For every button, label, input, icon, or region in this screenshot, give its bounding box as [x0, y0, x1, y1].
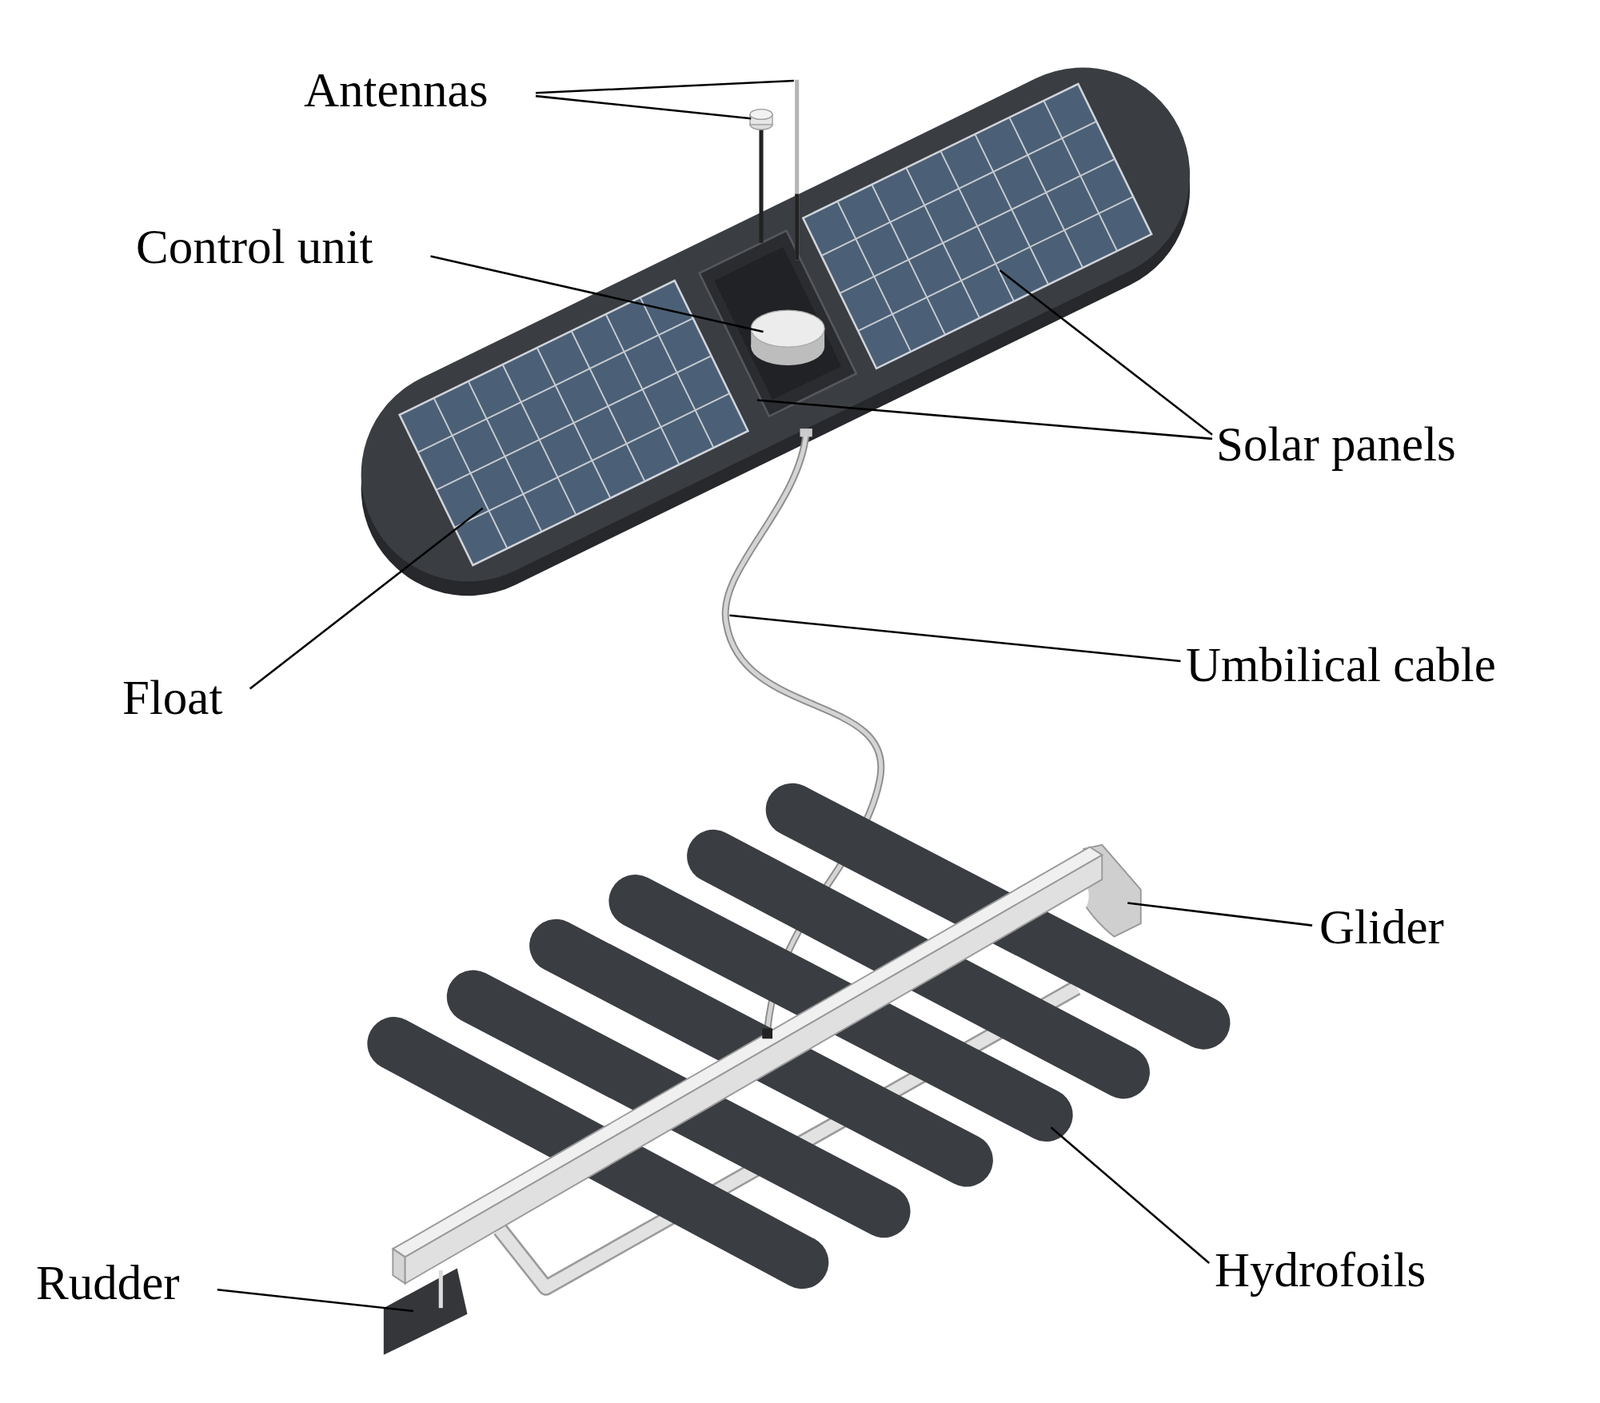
part-label: Antennas	[303, 65, 488, 115]
float	[324, 31, 1226, 618]
rudder	[383, 1268, 468, 1355]
part-label: Control unit	[135, 222, 374, 272]
hydrofoils	[358, 774, 1240, 1299]
glider-frame	[392, 845, 1141, 1285]
antennas	[750, 79, 798, 261]
part-label: Glider	[1319, 902, 1445, 952]
control-unit	[750, 310, 825, 366]
part-label: Rudder	[35, 1258, 180, 1308]
part-label: Solar panels	[1216, 419, 1457, 469]
leader-lines	[217, 80, 1313, 1312]
part-label: Umbilical cable	[1185, 640, 1497, 690]
part-label: Hydrofoils	[1214, 1245, 1426, 1295]
part-label: Float	[122, 673, 223, 723]
